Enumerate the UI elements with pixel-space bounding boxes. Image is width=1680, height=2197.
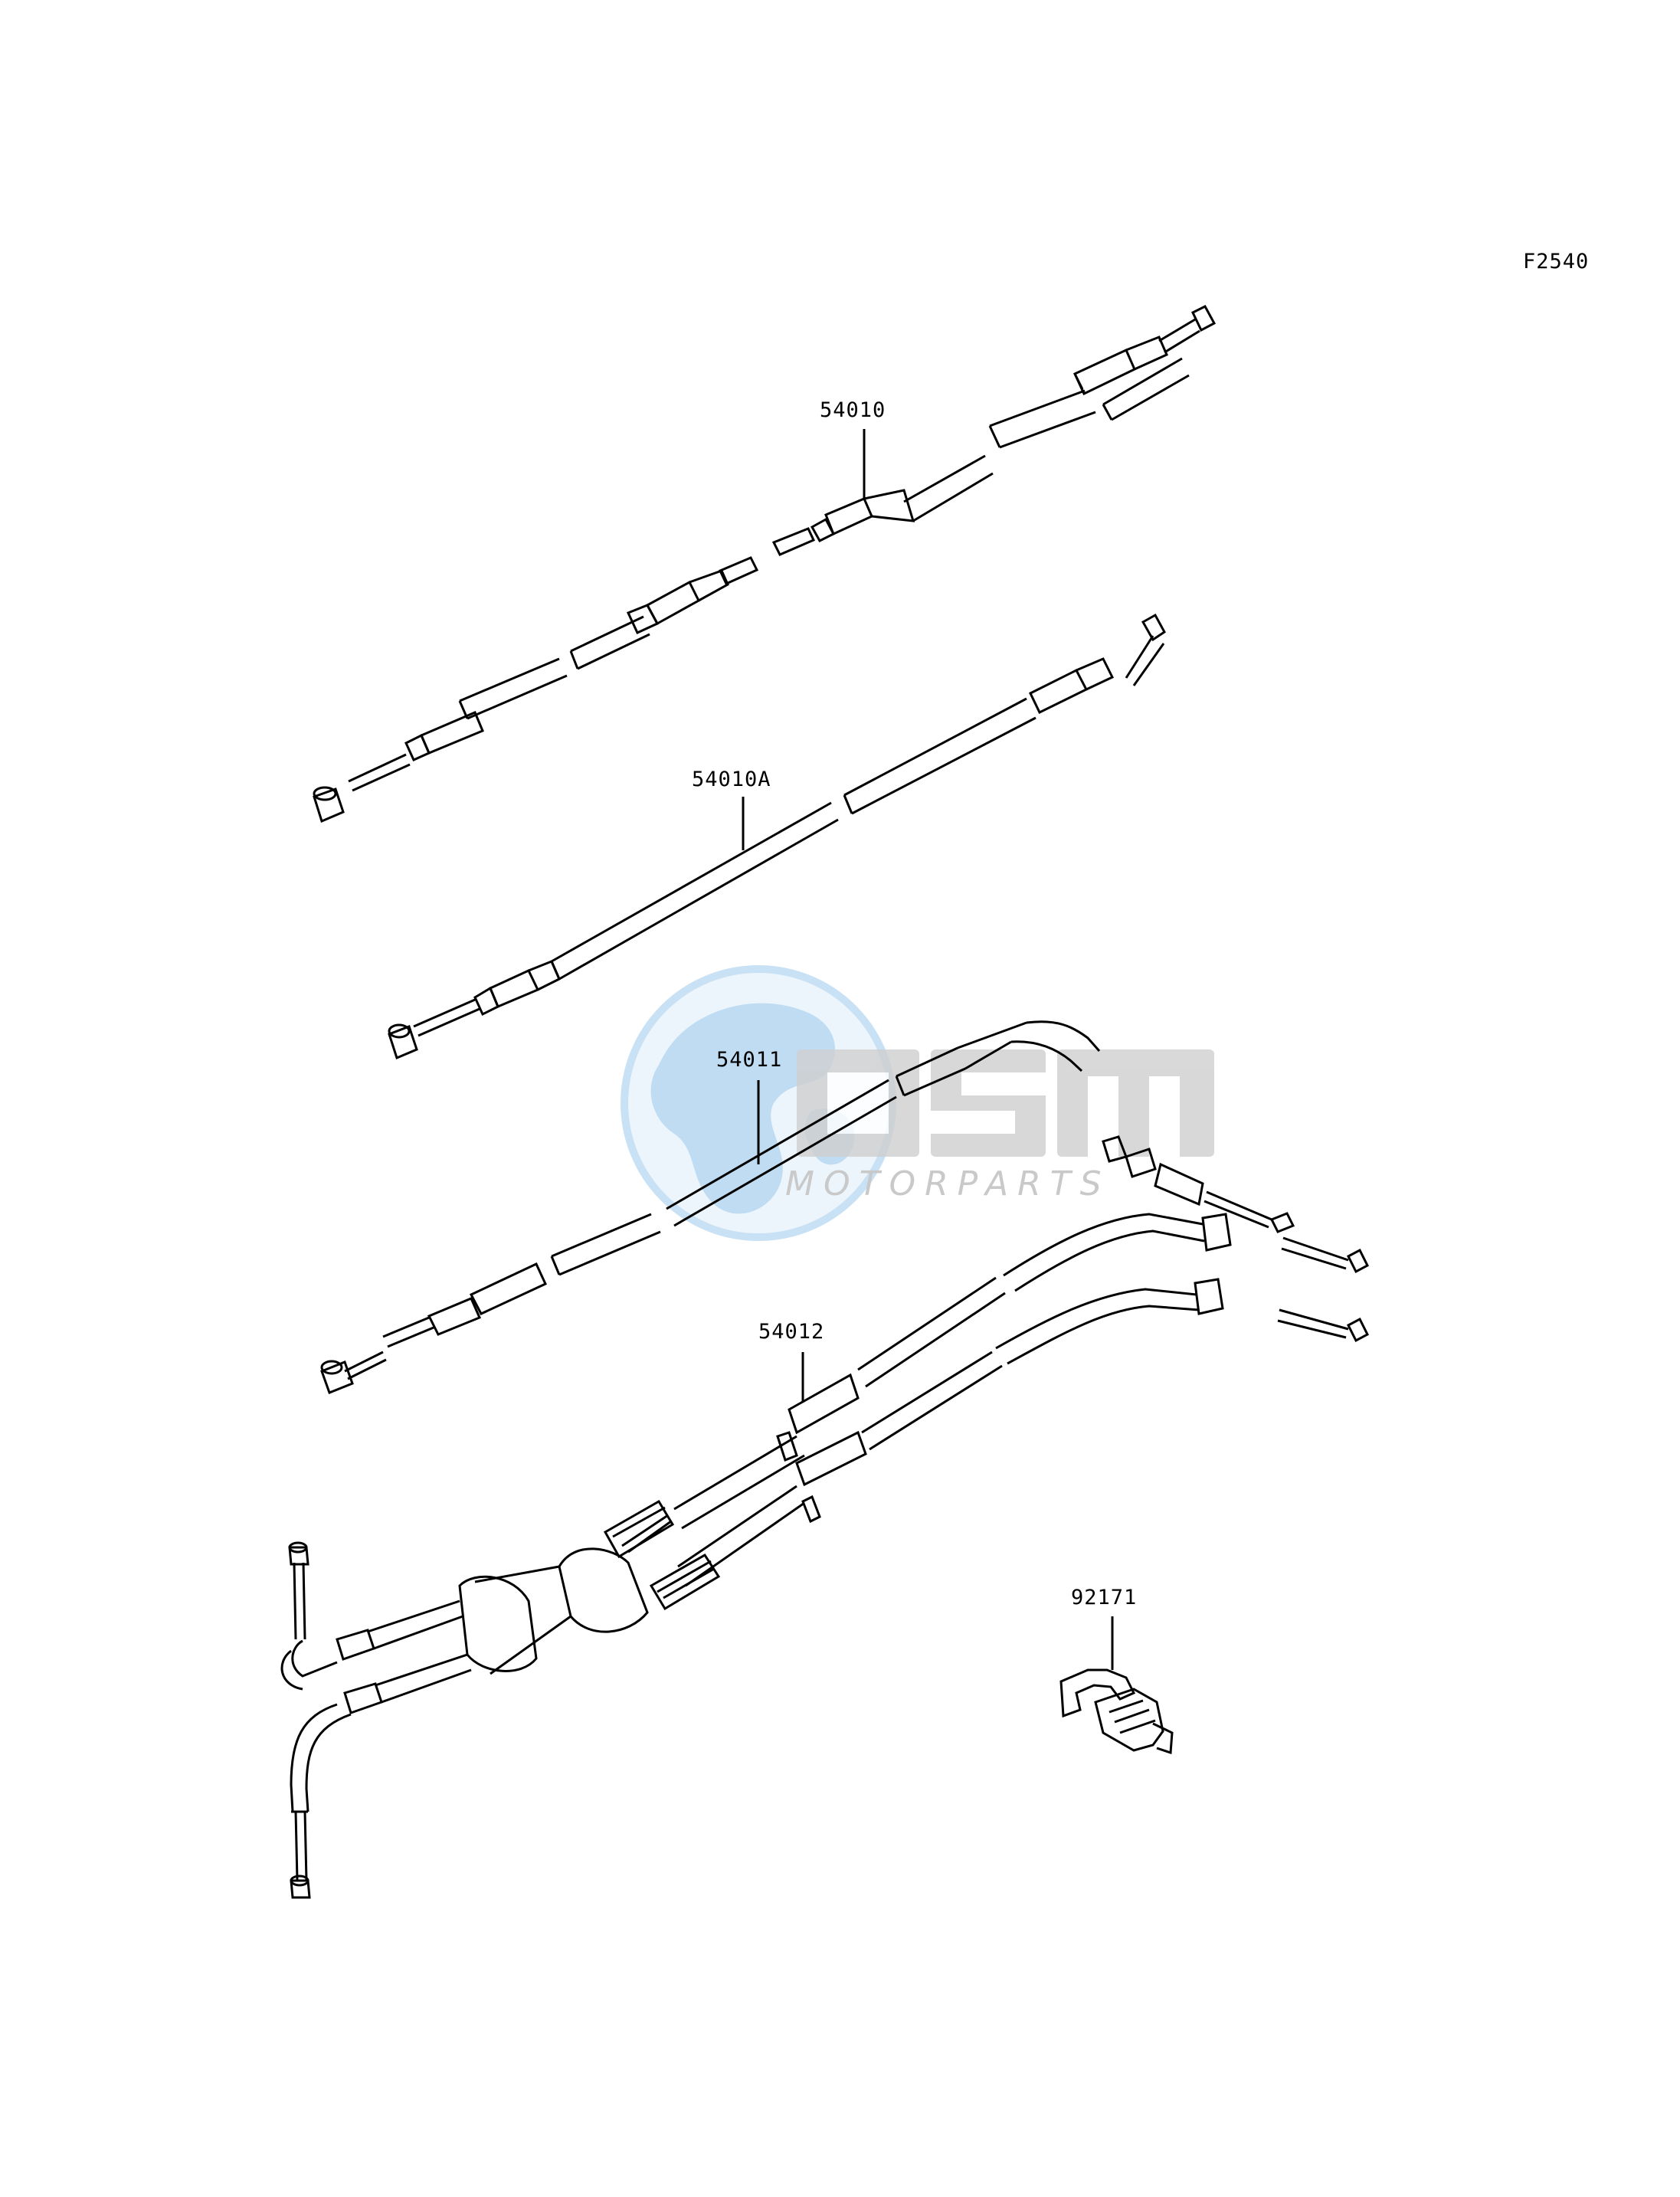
cable-54010 <box>313 305 1217 823</box>
leader-lines <box>742 429 1114 1670</box>
clamp-92171 <box>1059 1668 1174 1755</box>
watermark-tagline: MOTORPARTS <box>785 1164 1111 1203</box>
cable-54011 <box>320 1020 1295 1394</box>
watermark-logo-blocks <box>797 1049 1214 1157</box>
cable-54010A <box>388 613 1166 1060</box>
callout-54010A[interactable]: 54010A <box>692 768 771 791</box>
callout-92171[interactable]: 92171 <box>1071 1586 1138 1609</box>
figure-code: F2540 <box>1523 250 1590 273</box>
callout-54012[interactable]: 54012 <box>758 1320 825 1344</box>
callout-54010[interactable]: 54010 <box>820 398 886 422</box>
callout-54011[interactable]: 54011 <box>716 1048 783 1072</box>
cable-54012 <box>280 1213 1369 1899</box>
